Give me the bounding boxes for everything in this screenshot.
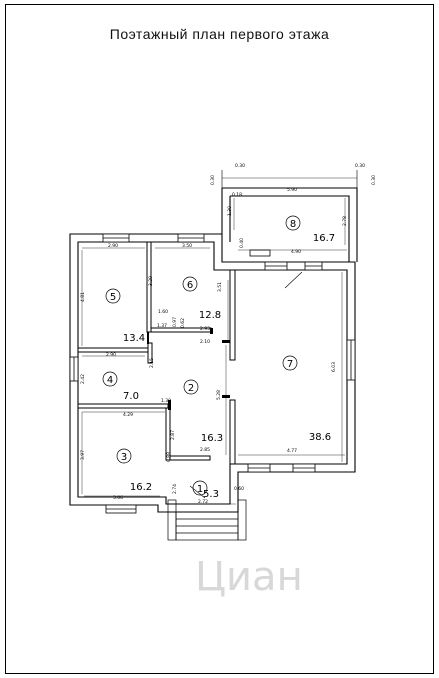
dim-306: 3.06 — [113, 495, 123, 501]
door-swings — [189, 271, 303, 499]
dim-481: 4.81 — [80, 292, 86, 302]
dim-030d: 0.30 — [371, 175, 377, 185]
watermark-text: Циан — [195, 554, 303, 600]
wall-fills — [77, 241, 236, 465]
room-4-circle — [102, 371, 118, 387]
dim-137: 1.37 — [157, 323, 167, 329]
room-1-number: 1 — [197, 484, 203, 495]
dim-242: 2.42 — [80, 374, 86, 384]
room-8-number: 8 — [290, 219, 296, 230]
room-8-area: 16.7 — [313, 233, 335, 244]
watermark: Циан — [195, 554, 303, 600]
dim-274: 2.74 — [172, 484, 178, 494]
room-7-circle — [282, 355, 298, 371]
dim-429: 4.29 — [123, 412, 133, 418]
room-4-number: 4 — [107, 375, 113, 386]
room-7-area: 38.6 — [309, 432, 331, 443]
room-2-number: 2 — [188, 383, 194, 394]
dim-490: 4.90 — [291, 249, 301, 255]
room-5-area: 13.4 — [123, 333, 145, 344]
room-2-circle — [183, 379, 199, 395]
dim-030b: 0.30 — [355, 163, 365, 169]
dim-285: 2.85 — [200, 447, 210, 453]
dim-603: 6.03 — [331, 362, 337, 372]
room-6-circle — [182, 276, 198, 292]
walls — [69, 170, 358, 513]
dim-397: 3.97 — [80, 450, 86, 460]
room-7-number: 7 — [287, 359, 293, 370]
dim-290b: 2.90 — [106, 352, 116, 358]
room-3-number: 3 — [121, 452, 127, 463]
plan-title: Поэтажный план первого этажа — [109, 26, 330, 42]
dim-215: 2.15 — [149, 358, 155, 368]
dim-097: 0.97 — [172, 317, 178, 327]
dim-138: 1.38 — [161, 398, 171, 404]
dim-477: 4.77 — [287, 448, 297, 454]
drawing-frame — [5, 4, 434, 674]
dim-350: 3.50 — [182, 243, 192, 249]
dim-278: 2.78 — [342, 216, 348, 226]
entrance-steps — [167, 499, 247, 541]
dim-351: 3.51 — [217, 282, 223, 292]
room-markers — [102, 215, 301, 496]
dim-290a: 2.90 — [108, 243, 118, 249]
dimension-lines — [81, 177, 357, 505]
room-5-number: 5 — [110, 292, 116, 303]
dim-528: 5.28 — [216, 390, 222, 400]
dim-088: 0.88 — [166, 452, 172, 462]
room-3-area: 16.2 — [130, 482, 152, 493]
dim-287: 2.87 — [170, 430, 176, 440]
room-8-circle — [285, 215, 301, 231]
dim-329: 3.29 — [148, 276, 154, 286]
dim-210: 2.10 — [200, 339, 210, 345]
dim-040: 0.40 — [239, 238, 245, 248]
dim-030a: 0.30 — [235, 163, 245, 169]
room-2-area: 16.3 — [201, 433, 223, 444]
room-1-area: 5.3 — [203, 489, 219, 500]
room-3-circle — [116, 448, 132, 464]
dim-590a: 5.90 — [287, 187, 297, 193]
dim-293: 2.93 — [200, 326, 210, 332]
dim-272: 2.72 — [198, 499, 208, 505]
dim-060: 0.60 — [234, 486, 244, 492]
dim-062: 0.62 — [180, 318, 186, 328]
dim-018: 0.18 — [232, 192, 242, 198]
room-6-area: 12.8 — [199, 310, 221, 321]
dim-030c: 0.30 — [210, 175, 216, 185]
room-1-circle — [192, 480, 208, 496]
room-4-area: 7.0 — [123, 391, 139, 402]
room-6-number: 6 — [187, 280, 193, 291]
dim-130: 1.30 — [227, 206, 233, 216]
dim-160: 1.60 — [158, 309, 168, 315]
windows — [69, 233, 356, 514]
room-5-circle — [105, 288, 121, 304]
